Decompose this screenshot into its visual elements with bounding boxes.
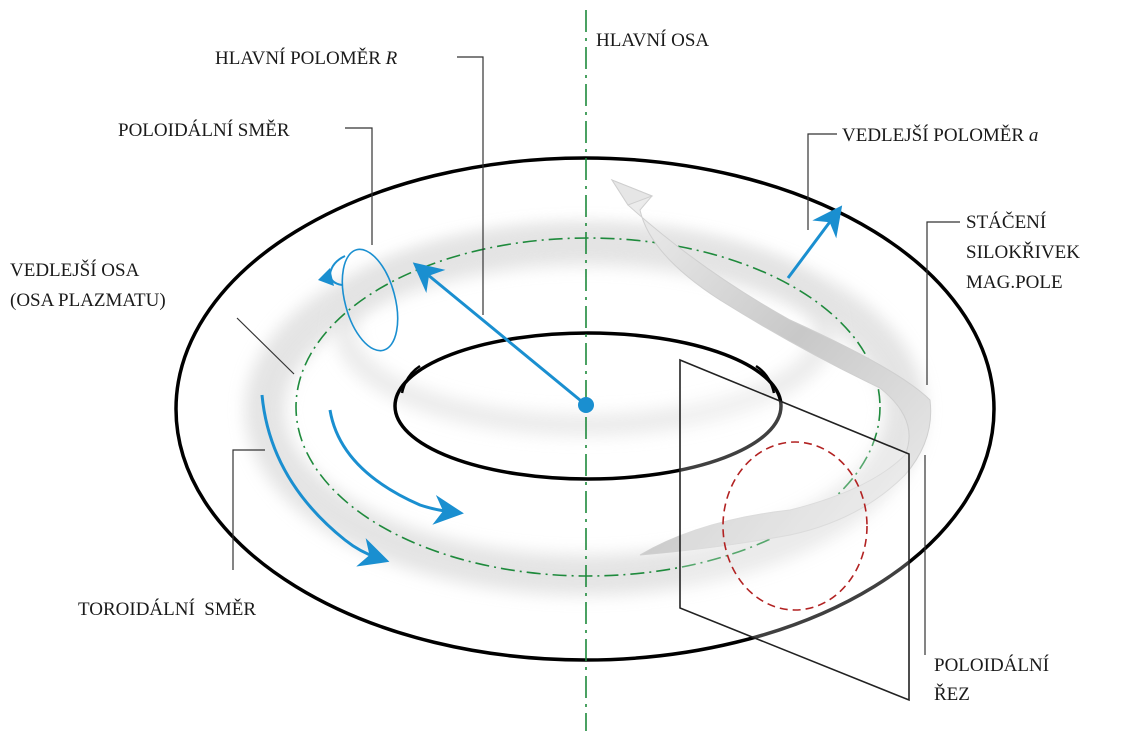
poloidal-direction-loop xyxy=(318,248,399,352)
label-poloidalni-rez-1: POLOIDÁLNÍ xyxy=(934,654,1049,676)
label-staceni-1: STÁČENÍ xyxy=(966,211,1046,233)
label-staceni-3: MAG.POLE xyxy=(966,272,1063,293)
field-line-ribbon xyxy=(610,178,932,556)
label-vedlejsi-polomer: VEDLEJŠÍ POLOMĚR a xyxy=(842,124,1038,146)
label-staceni-2: SILOKŘIVEK xyxy=(966,241,1080,263)
torus-inner-hole xyxy=(393,331,783,481)
label-hlavni-polomer: HLAVNÍ POLOMĚR R xyxy=(215,47,398,69)
label-vedlejsi-osa-1: VEDLEJŠÍ OSA xyxy=(10,259,140,281)
label-hlavni-osa: HLAVNÍ OSA xyxy=(596,29,709,51)
label-poloidalni-rez-2: ŘEZ xyxy=(934,683,970,705)
toroidal-arrow-1 xyxy=(260,394,390,567)
torus-outer-outline xyxy=(174,156,996,662)
plasma-axis-line xyxy=(295,237,881,577)
major-radius-arrow xyxy=(412,262,587,407)
poloidal-section-circle xyxy=(722,441,868,611)
leader-lines xyxy=(232,56,960,655)
poloidal-section-plane xyxy=(679,358,910,702)
label-poloidalni-smer: POLOIDÁLNÍ SMĚR xyxy=(118,119,290,141)
label-toroidalni-smer: TOROIDÁLNÍ SMĚR xyxy=(78,598,256,620)
torus-inner-rim-left xyxy=(400,364,421,394)
torus-center-dot xyxy=(578,397,594,413)
toroidal-arrow-2 xyxy=(328,409,464,525)
torus-inner-rim-right xyxy=(755,364,776,394)
minor-radius-arrow xyxy=(786,205,843,279)
label-vedlejsi-osa-2: (OSA PLAZMATU) xyxy=(10,290,166,311)
